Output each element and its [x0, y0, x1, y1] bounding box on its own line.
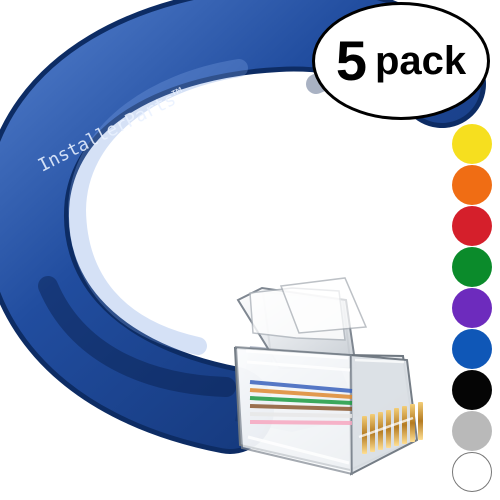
rj45-connector [233, 277, 423, 476]
color-swatch-green [452, 247, 492, 287]
color-swatch-gray [452, 411, 492, 451]
color-swatch-black [452, 370, 492, 410]
pack-number: 5 [335, 29, 367, 92]
color-swatch-blue [452, 329, 492, 369]
color-swatch-list [452, 124, 494, 494]
color-swatch-white [452, 452, 492, 492]
color-swatch-purple [452, 288, 492, 328]
colored-wires [249, 380, 353, 425]
pack-label: pack [374, 39, 467, 83]
pack-count-badge: 5 pack [312, 2, 490, 120]
color-swatch-yellow [452, 124, 492, 164]
color-swatch-red [452, 206, 492, 246]
gold-contacts [362, 402, 423, 454]
color-swatch-orange [452, 165, 492, 205]
